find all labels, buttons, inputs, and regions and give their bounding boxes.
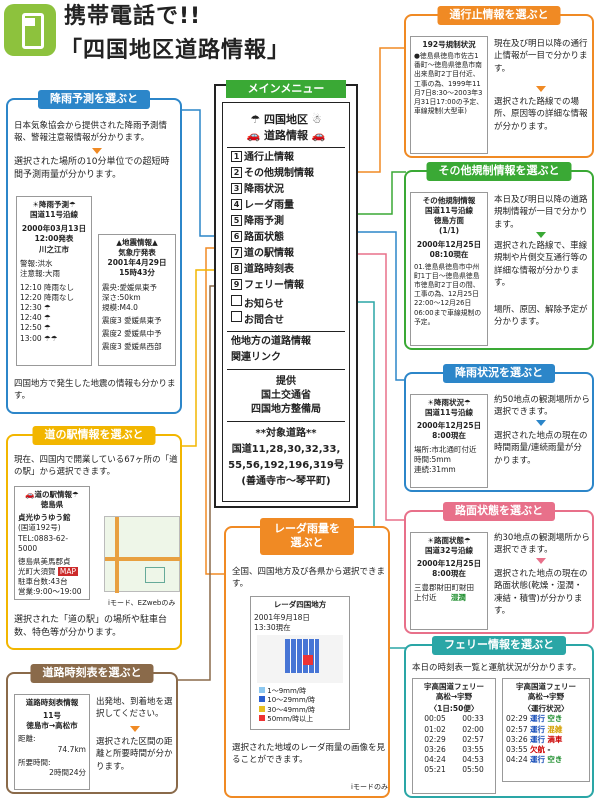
radar-title: レーダ雨量を選ぶと <box>260 518 354 555</box>
timetable-title: 道路時刻表を選ぶと <box>30 664 154 683</box>
arrow-down-icon <box>92 148 102 154</box>
provider-label: 提供 <box>276 376 296 387</box>
rain-status-title: 降雨状況を選ぶと <box>443 364 555 383</box>
menu-heading-1: ☂ 四国地区 ☃ <box>250 113 322 126</box>
radar-note: iモードのみ <box>351 783 388 791</box>
arrow-down-icon <box>130 726 140 732</box>
roads-line2: 55,56,192,196,319号 <box>228 460 344 471</box>
radar-desc2: 選択された地域のレーダ雨量の画像を見ることができます。 <box>232 743 386 766</box>
menu-item-contact[interactable]: お問合せ <box>231 311 284 328</box>
road-station-mini-title: 🚗道の駅情報☂ <box>25 490 79 499</box>
closure-panel: 通行止情報を選ぶと 192号規制状況 ●徳島県徳島市佐古1番町～徳島県徳島市南出… <box>404 6 594 158</box>
timetable-desc2: 選択された区間の距離と所要時間が分かります。 <box>96 737 173 772</box>
timetable-desc1: 出発地、到着地を選択してください。 <box>96 697 173 720</box>
other-reg-mini-screen: その他規制情報 国道11号沿線 徳島方面 (1/1) 2000年12月25日 0… <box>410 192 488 346</box>
other-reg-title: その他規制情報を選ぶと <box>426 162 572 181</box>
arrow-down-icon <box>536 420 546 426</box>
road-station-mini-screen: 🚗道の駅情報☂ 徳島県 貞光ゆうゆう館 (国道192号) TEL:0883-62… <box>14 486 90 600</box>
radar-panel: レーダ雨量を選ぶと 全国、四国地方及び各県から選択できます。 レーダ四国地方 2… <box>224 518 390 798</box>
other-reg-desc1: 本日及び明日以降の道路規制情報が一目で分かります。 <box>494 195 588 230</box>
provider-bureau: 四国地方整備局 <box>251 404 321 415</box>
other-reg-desc2: 選択された路線で、車線規制や片側交互通行等の詳細な情報が分かります。 <box>494 241 588 288</box>
roads-line1: 国道11,28,30,32,33, <box>231 444 341 455</box>
phone-icon <box>4 4 56 56</box>
ferry-title: フェリー情報を選ぶと <box>432 636 566 655</box>
earthquake-title: ▲地震情報▲ <box>116 238 158 247</box>
rain-status-mini-screen: ☀降雨状況☂ 国道11号沿線 2000年12月25日 8:00現在 場所:市北通… <box>410 394 488 488</box>
ferry-status-mini-screen: 宇高国道フェリー 高松→宇野 〈運行状況〉 02:29 運行 空き 02:57 … <box>502 678 590 782</box>
page-title: 携帯電話で!! <box>64 4 202 29</box>
road-station-note: iモード、EZwebのみ <box>108 599 176 607</box>
rain-forecast-mini-screen: ☀降雨予測☂ 国道11号沿線 2000年03月13日 12:00発表 川之江市 … <box>16 196 92 366</box>
closure-title: 通行止情報を選ぶと <box>437 6 561 25</box>
closure-desc2: 選択された路線での場所、原因等の詳細な情報が分かります。 <box>494 97 588 132</box>
road-surface-panel: 路面状態を選ぶと ☀路面状態☂ 国道32号沿線 2000年12月25日 8:00… <box>404 502 594 634</box>
rain-forecast-desc2: 選択された場所の10分単位での超短時間予測雨量が分かります。 <box>14 157 170 181</box>
radar-desc1: 全国、四国地方及び各県から選択できます。 <box>232 567 386 590</box>
radar-map <box>257 635 343 683</box>
road-surface-mini-screen: ☀路面状態☂ 国道32号沿線 2000年12月25日 8:00現在 三豊郡財田町… <box>410 532 488 630</box>
road-station-desc2: 選択された「道の駅」の場所や駐車台数、特色等が分かります。 <box>14 615 168 639</box>
menu-item-notice[interactable]: お知らせ <box>231 295 284 312</box>
road-surface-title: 路面状態を選ぶと <box>443 502 555 521</box>
map-link[interactable]: MAP <box>57 566 79 576</box>
arrow-down-icon <box>536 558 546 564</box>
rain-forecast-title: 降雨予測を選ぶと <box>38 90 150 109</box>
road-station-panel: 道の駅情報を選ぶと 現在、四国内で開業している67ヶ所の「道の駅」から選択できま… <box>6 426 182 650</box>
other-reg-desc3: 場所、原因、解除予定が分かります。 <box>494 305 588 328</box>
provider-ministry: 国土交通省 <box>261 390 311 401</box>
arrow-down-icon <box>536 86 546 92</box>
road-station-desc1: 現在、四国内で開業している67ヶ所の「道の駅」から選択できます。 <box>14 455 178 478</box>
earthquake-mini-screen: ▲地震情報▲ 気象庁発表 2001年4月29日 15時43分 震央:愛媛県東予 … <box>98 234 176 366</box>
rain-forecast-desc1: 日本気象協会から提供された降雨予測情報、警報注意報情報が分かります。 <box>14 121 168 144</box>
page-subtitle: 「四国地区道路情報」 <box>60 38 291 63</box>
road-station-map <box>104 516 181 593</box>
menu-link-related[interactable]: 関連リンク <box>231 352 281 363</box>
rain-forecast-desc3: 四国地方で発生した地震の情報も分かります。 <box>14 379 176 402</box>
ferry-desc1: 本日の時刻表一覧と運航状況が分かります。 <box>412 663 582 673</box>
closure-desc1: 現在及び明日以降の通行止情報が一目で分かります。 <box>494 39 588 74</box>
menu-heading-2: 🚗 道路情報 🚗 <box>246 129 326 142</box>
rain-status-desc2: 選択された地点の現在の時間雨量/連続雨量が分かります。 <box>494 431 588 466</box>
arrow-down-icon <box>536 232 546 238</box>
rain-status-desc1: 約50地点の観測場所から選択できます。 <box>494 395 590 418</box>
roads-title: **対象道路** <box>255 428 317 439</box>
menu-link-other-regions[interactable]: 他地方の道路情報 <box>231 336 311 347</box>
road-surface-desc1: 約30地点の観測場所から選択できます。 <box>494 533 590 556</box>
other-reg-panel: その他規制情報を選ぶと その他規制情報 国道11号沿線 徳島方面 (1/1) 2… <box>404 162 594 350</box>
rain-forecast-panel: 降雨予測を選ぶと 日本気象協会から提供された降雨予測情報、警報注意報情報が分かり… <box>6 90 182 414</box>
radar-mini-screen: レーダ四国地方 2001年9月18日 13:30現在 1～9mm/時 10～29… <box>250 596 350 730</box>
timetable-panel: 道路時刻表を選ぶと 道路時刻表情報 11号 徳島市→高松市 距離: 74.7km… <box>6 664 178 794</box>
main-menu-label: メインメニュー <box>226 80 346 98</box>
road-surface-desc2: 選択された地点の現在の路面状態(乾燥・湿潤・凍結・積雪)が分かります。 <box>494 569 588 616</box>
closure-mini-screen: 192号規制状況 ●徳島県徳島市佐古1番町～徳島県徳島市南出来島町2丁目付近、工… <box>410 36 488 154</box>
timetable-mini-screen: 道路時刻表情報 11号 徳島市→高松市 距離: 74.7km 所要時間: 2時間… <box>14 694 90 790</box>
ferry-panel: フェリー情報を選ぶと 本日の時刻表一覧と運航状況が分かります。 宇高国道フェリー… <box>404 636 594 798</box>
roads-line3: (善通寺市～琴平町) <box>241 476 331 487</box>
rain-status-panel: 降雨状況を選ぶと ☀降雨状況☂ 国道11号沿線 2000年12月25日 8:00… <box>404 364 594 492</box>
road-station-title: 道の駅情報を選ぶと <box>32 426 156 445</box>
